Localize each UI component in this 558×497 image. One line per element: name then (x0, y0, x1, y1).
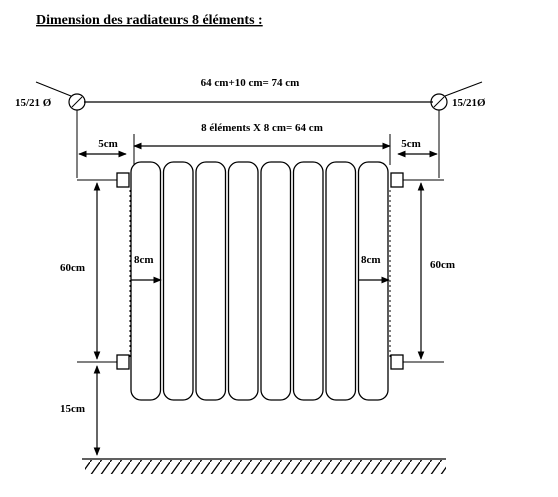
radiator-element (130, 161, 162, 401)
radiator-element (260, 161, 292, 401)
left-element-width-label: 8cm (134, 254, 154, 266)
total-width-label: 64 cm+10 cm= 74 cm (201, 77, 300, 89)
right-pipe-diameter-label: 15/21Ø (452, 97, 486, 109)
floor-gap-label: 15cm (60, 403, 85, 415)
bottom-left-connector (116, 354, 130, 370)
left-height-label: 60cm (60, 262, 85, 274)
radiator-element (292, 161, 324, 401)
left-margin-label: 5cm (98, 138, 118, 150)
radiator-element (357, 161, 389, 401)
radiator-element (325, 161, 357, 401)
radiator-element (195, 161, 227, 401)
right-margin-label: 5cm (401, 138, 421, 150)
bottom-right-connector (390, 354, 404, 370)
page-title: Dimension des radiateurs 8 éléments : (36, 13, 263, 28)
left-pipe-diameter-label: 15/21 Ø (15, 97, 52, 109)
radiator-element (227, 161, 259, 401)
radiator-element (162, 161, 194, 401)
right-height-label: 60cm (430, 259, 455, 271)
top-right-connector (390, 172, 404, 188)
radiator-elements (130, 161, 389, 401)
right-element-width-label: 8cm (361, 254, 381, 266)
elements-width-label: 8 éléments X 8 cm= 64 cm (201, 122, 323, 134)
floor-hatching (85, 460, 446, 474)
top-left-connector (116, 172, 130, 188)
